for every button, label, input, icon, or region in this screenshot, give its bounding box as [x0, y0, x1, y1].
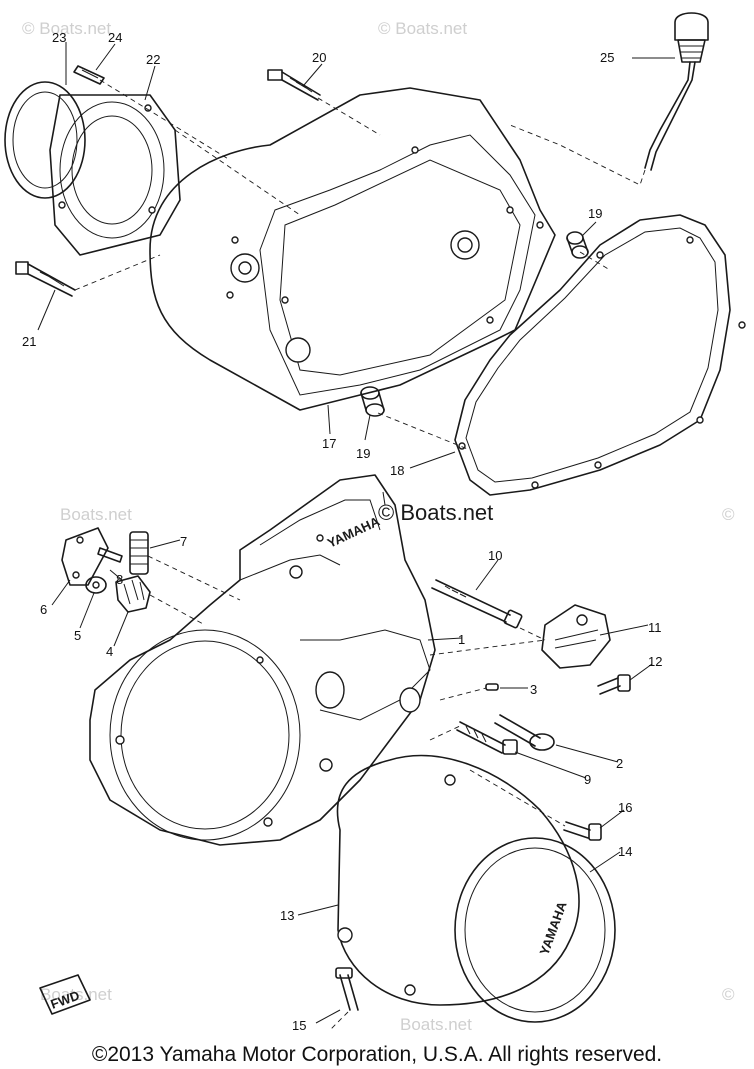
copyright-notice: ©2013 Yamaha Motor Corporation, U.S.A. A…	[91, 1043, 663, 1066]
watermark-main: © Boats.net	[378, 500, 493, 525]
label-13: 13	[280, 908, 294, 923]
label-7: 7	[180, 534, 187, 549]
label-2: 2	[616, 756, 623, 771]
label-3: 3	[530, 682, 537, 697]
watermark-faint: Boats.net	[40, 985, 112, 1004]
label-1: 1	[458, 632, 465, 647]
label-25: 25	[600, 50, 614, 65]
label-18: 18	[390, 463, 404, 478]
gasket-18	[454, 214, 746, 496]
label-16: 16	[618, 800, 632, 815]
bolt-20	[267, 69, 321, 101]
seal-23	[4, 81, 86, 199]
plate-6	[61, 527, 109, 586]
plunger-2	[494, 714, 555, 751]
label-20: 20	[312, 50, 326, 65]
label-22: 22	[146, 52, 160, 67]
bolt-21	[15, 261, 76, 297]
pin-3	[485, 683, 499, 691]
washer-5	[85, 576, 107, 594]
bolt-10	[431, 579, 523, 629]
lower-assembly-lines	[147, 555, 566, 1031]
label-21: 21	[22, 334, 36, 349]
watermark-faint: Boats.net	[60, 505, 132, 524]
dowel-pin-19b	[360, 386, 385, 417]
cover-plate-22	[49, 94, 181, 256]
label-15: 15	[292, 1018, 306, 1033]
cover-11	[541, 604, 611, 669]
cap-14: YAMAHA	[454, 837, 616, 1023]
pin-8	[97, 547, 123, 563]
label-4: 4	[106, 644, 113, 659]
gear-4	[115, 575, 151, 613]
spring-7	[129, 531, 149, 575]
bolt-24	[73, 65, 105, 85]
part-callouts: 23 24 22 20 21 25 19 17 19 18 © Boats.ne…	[22, 30, 675, 1033]
label-8: 8	[116, 572, 123, 587]
watermark-faint: ©	[722, 505, 735, 524]
label-19b: 19	[356, 446, 370, 461]
label-14: 14	[618, 844, 632, 859]
bolt-9	[456, 721, 518, 755]
label-17: 17	[322, 436, 336, 451]
oil-dipstick-25	[644, 12, 709, 171]
clutch-cover-1: YAMAHA	[89, 474, 436, 846]
label-10: 10	[488, 548, 502, 563]
label-5: 5	[74, 628, 81, 643]
label-9: 9	[584, 772, 591, 787]
label-23: 23	[52, 30, 66, 45]
generator-cover-13	[336, 754, 580, 1006]
label-19a: 19	[588, 206, 602, 221]
watermark-faint: © Boats.net	[378, 19, 467, 38]
dowel-pin-19a	[566, 231, 589, 259]
watermark-faint: ©	[722, 985, 735, 1004]
watermark-layer: © Boats.net © Boats.net Boats.net Boats.…	[22, 19, 735, 1034]
watermark-faint: Boats.net	[400, 1015, 472, 1034]
label-11: 11	[648, 620, 662, 635]
label-12: 12	[648, 654, 662, 669]
bolt-16	[563, 821, 602, 841]
bolt-15	[335, 967, 359, 1011]
watermark-faint: © Boats.net	[22, 19, 111, 38]
cover-stamp-text: YAMAHA	[325, 513, 383, 550]
crankcase-cover-17	[149, 87, 556, 411]
bolt-12	[597, 674, 631, 695]
label-6: 6	[40, 602, 47, 617]
upper-assembly-lines	[74, 79, 646, 451]
label-24: 24	[108, 30, 122, 45]
